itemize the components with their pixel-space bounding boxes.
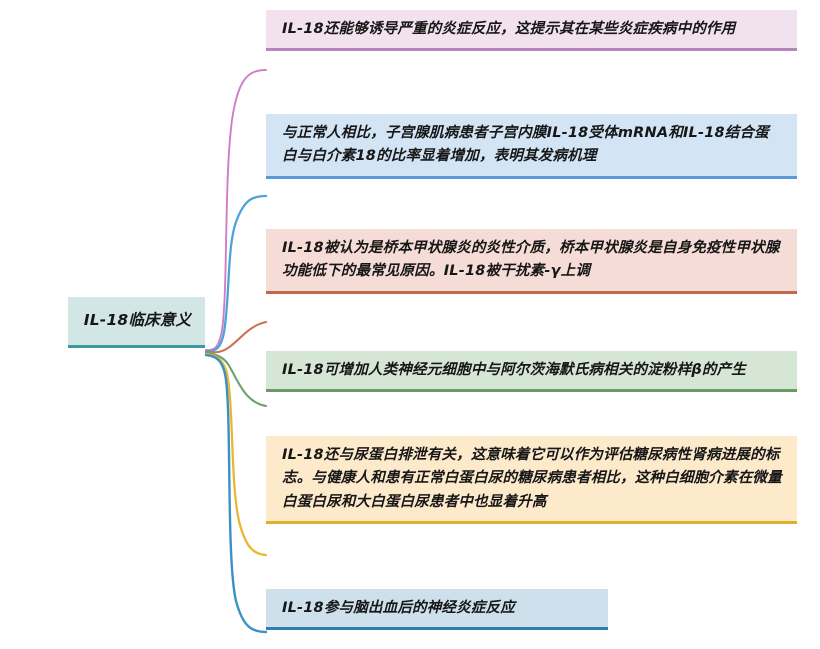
- branch-node-5-label: IL-18参与脑出血后的神经炎症反应: [282, 600, 515, 616]
- branch-node-1[interactable]: 与正常人相比，子宫腺肌病患者子宫内膜IL-18受体mRNA和IL-18结合蛋白与…: [266, 114, 797, 179]
- branch-node-2[interactable]: IL-18被认为是桥本甲状腺炎的炎性介质，桥本甲状腺炎是自身免疫性甲状腺功能低下…: [266, 229, 797, 294]
- connector-branch-5: [204, 353, 268, 634]
- branch-node-1-label: 与正常人相比，子宫腺肌病患者子宫内膜IL-18受体mRNA和IL-18结合蛋白与…: [282, 125, 769, 165]
- connector-branch-4: [204, 352, 268, 557]
- branch-node-0[interactable]: IL-18还能够诱导严重的炎症反应，这提示其在某些炎症疾病中的作用: [266, 10, 797, 52]
- branch-node-3[interactable]: IL-18可增加人类神经元细胞中与阿尔茨海默氏病相关的淀粉样β的产生: [266, 351, 797, 393]
- branch-node-3-label: IL-18可增加人类神经元细胞中与阿尔茨海默氏病相关的淀粉样β的产生: [282, 362, 747, 378]
- branch-node-0-label: IL-18还能够诱导严重的炎症反应，这提示其在某些炎症疾病中的作用: [282, 21, 736, 37]
- connector-branch-0: [205, 69, 267, 352]
- branch-node-4-label: IL-18还与尿蛋白排泄有关，这意味着它可以作为评估糖尿病性肾病进展的标志。与健…: [282, 447, 782, 510]
- branch-node-4[interactable]: IL-18还与尿蛋白排泄有关，这意味着它可以作为评估糖尿病性肾病进展的标志。与健…: [266, 436, 797, 525]
- root-node[interactable]: IL-18临床意义: [68, 297, 205, 348]
- branch-node-5[interactable]: IL-18参与脑出血后的神经炎症反应: [266, 589, 608, 631]
- connector-branch-1: [204, 194, 268, 353]
- root-node-label: IL-18临床意义: [83, 311, 192, 330]
- connector-branch-2: [204, 320, 268, 354]
- branch-node-2-label: IL-18被认为是桥本甲状腺炎的炎性介质，桥本甲状腺炎是自身免疫性甲状腺功能低下…: [282, 240, 780, 280]
- connector-branch-3: [204, 351, 268, 408]
